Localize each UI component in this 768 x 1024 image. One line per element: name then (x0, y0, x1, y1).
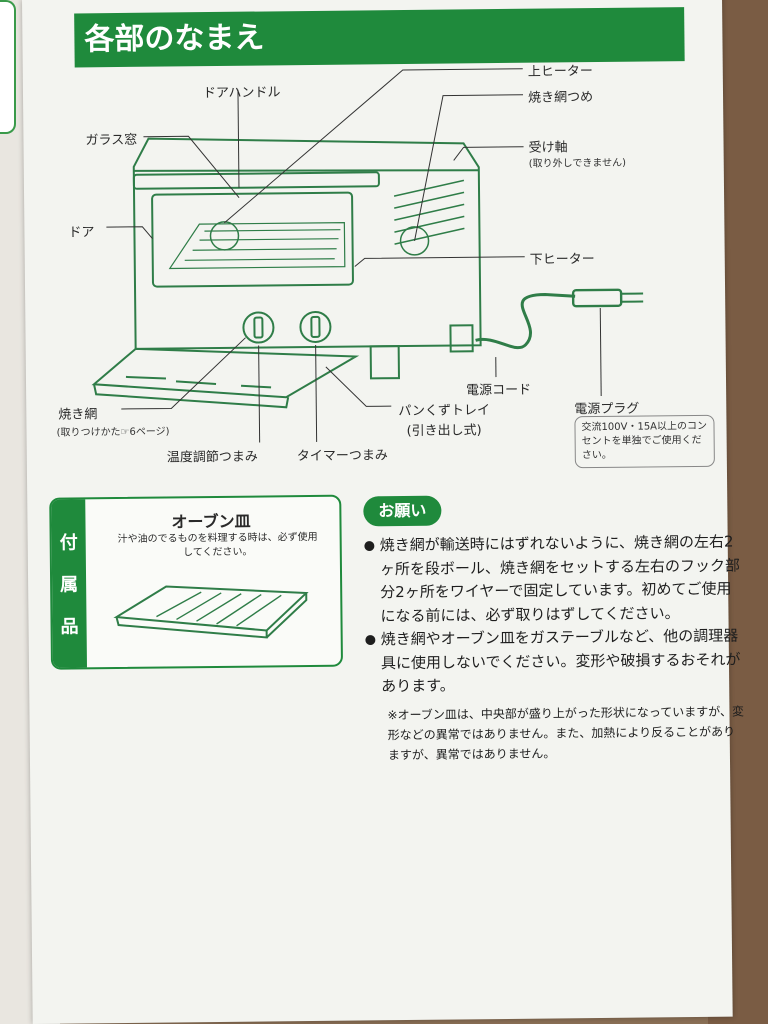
label-receiver-shaft-note: (取り外しできません) (528, 157, 627, 170)
label-power-cord: 電源コード (466, 382, 532, 399)
accessory-title: オーブン皿 (171, 511, 251, 532)
accessory-box: 付 属 品 オーブン皿 汁や油のでるものを料理する時は、必ず使用してください。 (49, 494, 343, 670)
label-rack-claw: 焼き網つめ (527, 90, 594, 106)
label-lower-heater: 下ヒーター (529, 252, 595, 268)
adjacent-page-tab (0, 0, 16, 134)
toaster-oven-diagram (91, 68, 644, 443)
label-receiver-shaft: 受け軸 (528, 140, 568, 156)
label-timer-knob: タイマーつまみ (296, 448, 388, 465)
glass-window (151, 191, 354, 288)
request-item: 焼き網が輸送時にはずれないように、焼き網の左右2ヶ所を段ボール、焼き網をセットす… (364, 530, 745, 628)
request-text: 焼き網が輸送時にはずれないように、焼き網の左右2ヶ所を段ボール、焼き網をセットす… (364, 530, 746, 764)
oven-tray-illustration (113, 585, 309, 639)
manual-page: 各部のなまえ (22, 0, 744, 1024)
label-temp-knob: 温度調節つまみ (166, 449, 258, 466)
label-upper-heater: 上ヒーター (527, 64, 593, 80)
label-rack-note: (取りつけかた☞6ページ) (56, 426, 170, 439)
accessory-description: 汁や油のでるものを料理する時は、必ず使用してください。 (117, 531, 318, 559)
request-item: 焼き網やオーブン皿をガステーブルなど、他の調理器具に使用しないでください。変形や… (365, 624, 746, 698)
label-rack: 焼き網 (58, 407, 98, 423)
label-power-plug: 電源プラグ (574, 401, 640, 418)
label-glass-window: ガラス窓 (85, 132, 138, 149)
request-heading: お願い (363, 495, 442, 527)
label-door: ドア (68, 225, 95, 241)
label-crumb-tray-note: (引き出し式) (406, 423, 482, 439)
accessory-side-label: 付 属 品 (51, 499, 87, 668)
label-crumb-tray: パンくずトレイ (398, 403, 491, 420)
request-note: ※オーブン皿は、中央部が盛り上がった形状になっていますが、変形などの異常ではあり… (387, 703, 745, 762)
plug-note: 交流100V・15A以上のコンセントを単独でご使用ください。 (574, 414, 715, 469)
label-door-handle: ドアハンドル (202, 85, 281, 102)
